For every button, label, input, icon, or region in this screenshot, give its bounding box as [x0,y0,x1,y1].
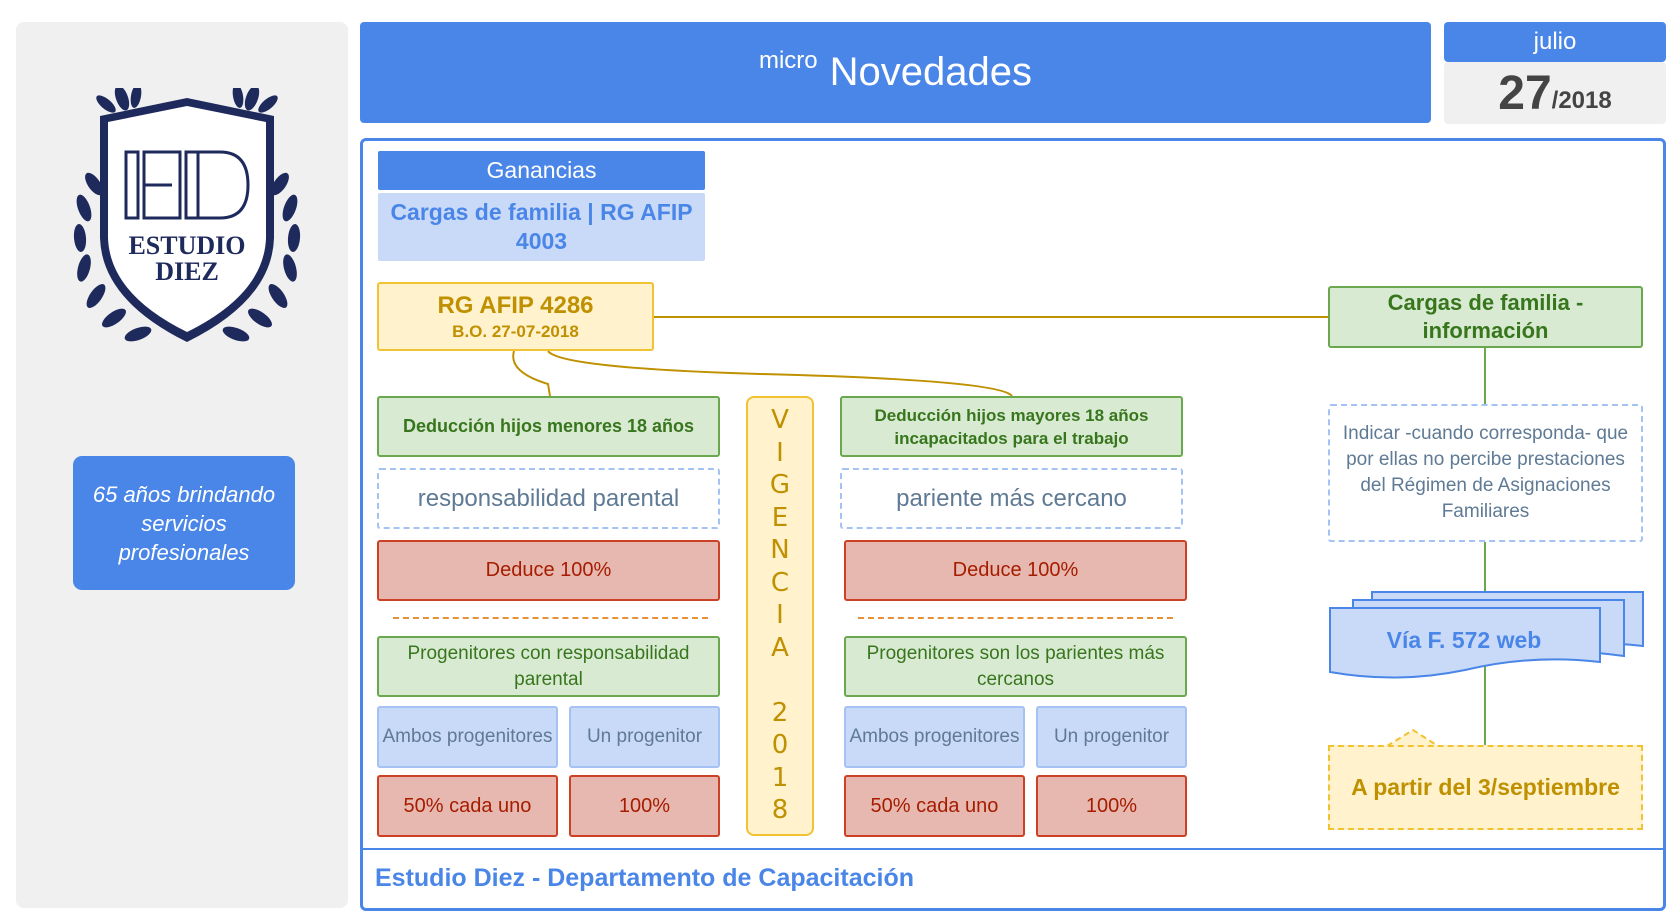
via-label: Vía F. 572 web [1330,618,1598,662]
left-criterion-node: responsabilidad parental [377,468,720,529]
vigencia-char: C [770,567,790,598]
right-option-both-text: Ambos progenitores [849,726,1020,747]
info-node: Cargas de familia - información [1328,286,1643,348]
right-option-both: Ambos progenitores [844,706,1025,768]
left-deduction-node: Deducción hijos menores 18 años [377,396,720,457]
estudio-diez-logo: ESTUDIO DIEZ [73,88,301,342]
logo-text-estudio: ESTUDIO [128,231,245,260]
left-separator [393,617,708,619]
topic-label: Ganancias [378,151,705,190]
right-option-one-text: Un progenitor [1053,726,1170,747]
page-title: Novedades [829,50,1033,94]
right-group-node: Progenitores son los parientes más cerca… [844,636,1187,697]
right-deduction-text: Deducción hijos mayores 18 años incapaci… [874,405,1149,448]
right-pct-one-text: 100% [1085,795,1138,817]
vigencia-char: G [769,470,791,500]
month-label: julio [1533,28,1577,55]
right-separator [858,617,1173,619]
tagline-text: 65 años brindando servicios profesionale… [92,481,276,565]
date-year: /2018 [1551,87,1612,114]
date-month: julio [1444,22,1666,62]
left-pct-both: 50% cada uno [377,775,558,837]
left-option-both-text: Ambos progenitores [382,726,553,747]
topic-subtitle-text: Cargas de familia | RG AFIP 4003 [390,199,693,254]
right-pct-both-text: 50% cada uno [870,795,999,817]
right-pct-one: 100% [1036,775,1187,837]
vigencia-char: 0 [771,730,789,760]
content-frame [360,138,1666,911]
vigencia-letters: V I G E N C I A 2 0 1 8 [746,404,814,830]
date-box: 27 /2018 [1444,62,1666,124]
date-day: 27 [1498,66,1552,120]
left-group-text: Progenitores con responsabilidad parenta… [407,642,690,690]
right-option-one: Un progenitor [1036,706,1187,768]
header-prefix: micro [758,46,818,74]
right-criterion-node: pariente más cercano [840,468,1183,529]
logo-text-diez: DIEZ [155,257,219,286]
left-deduce-text: Deduce 100% [485,559,612,581]
vigencia-char: 8 [771,795,789,825]
vigencia-char: I [776,600,784,630]
left-criterion-text: responsabilidad parental [417,484,680,512]
indicar-node: Indicar -cuando corresponda- que por ell… [1328,404,1643,542]
vigencia-char: I [776,437,784,468]
left-option-both: Ambos progenitores [377,706,558,768]
left-deduce-node: Deduce 100% [377,540,720,601]
left-pct-one-text: 100% [618,795,671,817]
left-option-one: Un progenitor [569,706,720,768]
rg-date: B.O. 27-07-2018 [452,321,579,341]
vigencia-char: A [771,632,789,663]
vigencia-char: E [771,502,789,533]
left-group-node: Progenitores con responsabilidad parenta… [377,636,720,697]
right-deduction-node: Deducción hijos mayores 18 años incapaci… [840,396,1183,457]
topic-subtitle: Cargas de familia | RG AFIP 4003 [378,193,705,261]
rg-node: RG AFIP 4286 B.O. 27-07-2018 [377,282,654,351]
right-pct-both: 50% cada uno [844,775,1025,837]
right-group-text: Progenitores son los parientes más cerca… [866,642,1165,690]
topic-label-text: Ganancias [486,157,597,183]
vigencia-char: 1 [771,762,789,793]
start-date-text: A partir del 3/septiembre [1351,774,1620,800]
right-deduce-text: Deduce 100% [952,559,1079,581]
tagline-badge: 65 años brindando servicios profesionale… [73,456,295,590]
header-banner: micro Novedades [360,22,1431,123]
right-deduce-node: Deduce 100% [844,540,1187,601]
right-criterion-text: pariente más cercano [896,484,1127,512]
left-pct-one: 100% [569,775,720,837]
info-node-text: Cargas de familia - información [1387,290,1584,343]
via-text: Vía F. 572 web [1386,626,1542,653]
vigencia-char: V [771,405,789,435]
indicar-text: Indicar -cuando corresponda- que por ell… [1342,423,1629,522]
vigencia-char: 2 [771,697,789,728]
left-pct-both-text: 50% cada uno [403,795,532,817]
footer-divider [361,848,1665,850]
vigencia-column [746,396,814,836]
vigencia-char: N [770,535,790,565]
rg-title: RG AFIP 4286 [437,291,594,319]
left-deduction-text: Deducción hijos menores 18 años [402,416,695,436]
left-option-one-text: Un progenitor [586,726,703,747]
footer-text: Estudio Diez - Departamento de Capacitac… [375,863,914,892]
start-date-callout: A partir del 3/septiembre [1328,745,1643,830]
